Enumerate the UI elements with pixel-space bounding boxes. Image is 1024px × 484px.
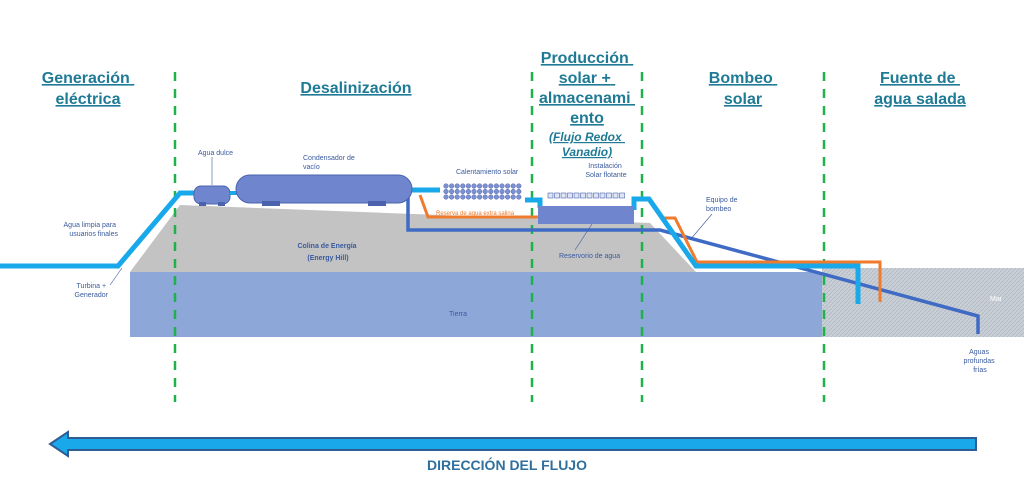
- solar-collector: [460, 188, 466, 195]
- earth-ground: [130, 272, 826, 337]
- header-source: Fuente de agua salada: [874, 70, 966, 108]
- solar-collector: [465, 194, 471, 200]
- solar-collector: [460, 183, 466, 189]
- solar-panel: [567, 192, 573, 199]
- solar-collector: [454, 183, 460, 189]
- solar-panel: [560, 192, 567, 199]
- label-fresh-water: Agua dulce: [198, 150, 233, 157]
- solar-panel: [619, 192, 625, 199]
- solar-panel: [586, 192, 593, 199]
- solar-collector: [510, 194, 516, 200]
- label-pumping-equipment: Equipo de bombeo: [706, 197, 739, 213]
- solar-collector: [465, 183, 471, 189]
- solar-panel: [554, 192, 560, 199]
- solar-collector: [443, 194, 449, 200]
- extra-salty-return-pipe: [660, 216, 882, 302]
- label-sea: Mar: [990, 296, 1003, 303]
- solar-panel: [606, 192, 612, 199]
- solar-collector: [499, 194, 505, 200]
- reservoir-leader-line: [574, 223, 593, 251]
- header-pumping: Bombeo solar: [709, 70, 777, 108]
- solar-collector: [443, 183, 449, 189]
- heating-outlet-pipe: [525, 197, 543, 208]
- label-clean-water: Agua limpia para usuarios finales: [64, 222, 119, 238]
- solar-collector: [449, 188, 455, 195]
- solar-collector: [454, 194, 460, 200]
- header-production: Producción solar + almacenami ento: [539, 50, 635, 127]
- solar-collector: [449, 194, 455, 200]
- solar-collector: [493, 183, 499, 189]
- solar-collector: [477, 188, 483, 195]
- label-reservoir: Reservorio de agua: [559, 253, 620, 260]
- header-production-sub: (Flujo Redox Vanadio): [549, 130, 625, 159]
- turbine-leader-line: [109, 267, 123, 286]
- solar-collector: [516, 183, 522, 189]
- solar-collector: [488, 183, 494, 189]
- deep-water-pipe: [406, 194, 980, 334]
- solar-collector: [505, 194, 511, 200]
- floating-solar-installation: [538, 192, 634, 224]
- section-dividers: [173, 72, 826, 402]
- solar-panel: [599, 192, 606, 199]
- solar-panel: [547, 192, 554, 199]
- solar-collector: [516, 194, 522, 200]
- flow-direction-label: DIRECCIÓN DEL FLUJO: [427, 456, 587, 473]
- solar-collector: [443, 188, 449, 195]
- solar-collector: [505, 188, 511, 195]
- solar-collector: [465, 188, 471, 195]
- vacuum-condenser: [235, 174, 413, 206]
- solar-collector: [471, 188, 477, 195]
- solar-collector: [482, 194, 488, 200]
- label-earth: Tierra: [449, 311, 467, 318]
- solar-collector: [449, 183, 455, 189]
- label-energy-hill: Colina de Energía (Energy Hill): [297, 243, 358, 262]
- solar-collector: [493, 188, 499, 195]
- label-deep-water: Aguas profundas frías: [963, 349, 996, 374]
- pumping-pipe: [631, 196, 861, 304]
- solar-collector: [477, 183, 483, 189]
- solar-heating-collectors: [443, 183, 522, 200]
- solar-panel: [612, 192, 619, 199]
- solar-collector: [493, 194, 499, 200]
- solar-collector: [499, 183, 505, 189]
- solar-collector: [471, 194, 477, 200]
- solar-collector: [488, 194, 494, 200]
- solar-collector: [488, 188, 494, 195]
- pumping-leader-line: [689, 213, 713, 241]
- solar-collector: [510, 183, 516, 189]
- flow-direction-arrow: [48, 430, 977, 458]
- solar-collector: [505, 183, 511, 189]
- label-turbine: Turbina + Generador: [75, 283, 109, 299]
- extra-salty-pipe: [418, 194, 538, 219]
- label-condenser: Condensador de vacío: [303, 155, 357, 171]
- solar-panel: [580, 192, 586, 199]
- fresh-water-tank: [193, 185, 231, 206]
- solar-collector: [482, 188, 488, 195]
- solar-panel: [593, 192, 599, 199]
- solar-collector: [454, 188, 460, 195]
- solar-collector: [499, 188, 505, 195]
- label-extra-salty: Reserva de agua extra salina: [436, 211, 515, 217]
- label-floating-solar: Instalación Solar flotante: [585, 163, 626, 179]
- solar-collector: [471, 183, 477, 189]
- header-desalination: Desalinización: [300, 80, 411, 97]
- label-solar-heating: Calentamiento solar: [456, 169, 519, 176]
- solar-collector: [460, 194, 466, 200]
- header-generation: Generación eléctrica: [42, 70, 134, 108]
- solar-collector: [510, 188, 516, 195]
- solar-collector: [482, 183, 488, 189]
- clean-water-pipe: [0, 190, 196, 269]
- solar-collector: [516, 188, 522, 195]
- solar-collector: [477, 194, 483, 200]
- solar-panel: [573, 192, 580, 199]
